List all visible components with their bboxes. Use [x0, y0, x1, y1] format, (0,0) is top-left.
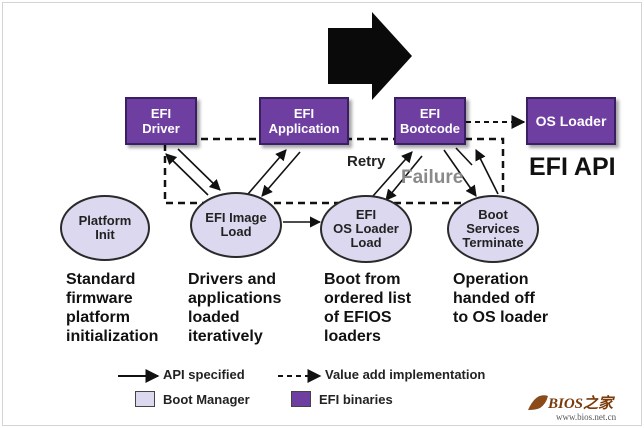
legend-efi-binaries-swatch: [291, 391, 311, 407]
failure-label: Failure: [401, 167, 464, 188]
image-load-description: Drivers and applications loaded iterativ…: [188, 271, 282, 345]
legend-api-specified: API specified: [163, 367, 245, 382]
legend-efi-binaries: EFI binaries: [319, 392, 393, 407]
os-loader-load-to-bootcode-arrow: [372, 151, 413, 197]
application-to-image-load-arrow: [261, 151, 301, 197]
legend-boot-manager-swatch: [135, 391, 155, 407]
efi-os-loader-load-ellipse: EFI OS Loader Load: [320, 195, 412, 263]
phase-arrow-icon: [328, 12, 412, 100]
bootcode-failure-line: [455, 147, 473, 166]
watermark-bird-icon: [528, 395, 548, 410]
efi-driver-box: EFI Driver: [125, 97, 197, 145]
image-load-to-driver-arrow: [165, 153, 209, 196]
platform-init-ellipse: Platform Init: [60, 195, 150, 261]
efi-bootcode-box: EFI Bootcode: [394, 97, 466, 145]
terminate-to-bootcode-arrow: [475, 148, 499, 195]
efi-image-load-ellipse: EFI Image Load: [190, 192, 282, 258]
watermark-title: BIOS之家: [548, 396, 614, 412]
legend-value-add: Value add implementation: [325, 367, 486, 382]
retry-label: Retry: [347, 153, 386, 170]
terminate-description: Operation handed off to OS loader: [453, 271, 549, 326]
os-loader-box: OS Loader: [526, 97, 616, 145]
bootcode-to-terminate-arrow: [443, 149, 477, 197]
driver-to-image-load-arrow: [177, 148, 221, 191]
platform-init-description: Standard firmware platform initializatio…: [66, 271, 159, 345]
image-load-to-application-arrow: [247, 149, 287, 195]
retry-arrow: [385, 155, 423, 201]
efi-api-label: EFI API: [529, 153, 616, 181]
efi-application-box: EFI Application: [259, 97, 349, 145]
boot-services-terminate-ellipse: Boot Services Terminate: [447, 195, 539, 263]
legend-boot-manager: Boot Manager: [163, 392, 250, 407]
watermark-url: www.bios.net.cn: [556, 412, 617, 422]
os-loader-load-description: Boot from ordered list of EFIOS loaders: [324, 271, 412, 345]
